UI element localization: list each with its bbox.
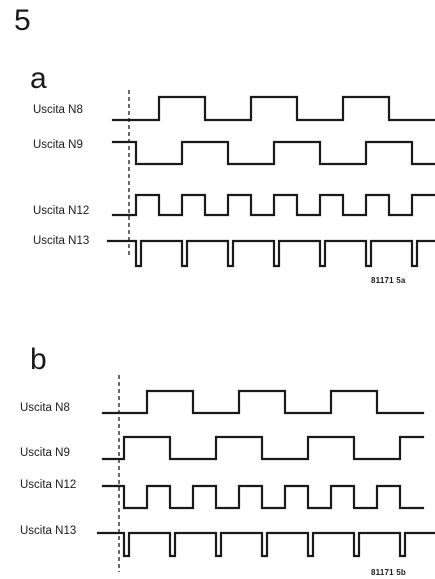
panel-b-letter: b bbox=[30, 343, 47, 376]
panel-a-wave-n9 bbox=[111, 140, 435, 166]
panel-a-figure-code: 81171 5a bbox=[371, 276, 406, 285]
panel-b-wave-n13 bbox=[96, 531, 435, 558]
panel-b-wave-n8 bbox=[101, 389, 425, 415]
panel-a-letter: a bbox=[30, 62, 47, 95]
panel-b-figure-code: 81171 5b bbox=[371, 568, 406, 577]
panel-a-wave-n12 bbox=[111, 193, 435, 217]
panel-b-wave-n9 bbox=[101, 435, 425, 461]
panel-a-wave-n8 bbox=[111, 95, 435, 122]
panel-a-label-n13: Uscita N13 bbox=[33, 235, 90, 247]
panel-b-label-n12: Uscita N12 bbox=[20, 479, 77, 491]
panel-b-label-n13: Uscita N13 bbox=[20, 525, 77, 537]
panel-a-wave-n13 bbox=[106, 239, 435, 268]
panel-b-label-n9: Uscita N9 bbox=[20, 447, 70, 459]
panel-b-wave-n12 bbox=[101, 484, 425, 510]
panel-a-label-n9: Uscita N9 bbox=[33, 139, 83, 151]
panel-a-label-n12: Uscita N12 bbox=[33, 205, 90, 217]
panel-b-label-n8: Uscita N8 bbox=[20, 402, 70, 414]
panel-a-label-n8: Uscita N8 bbox=[33, 104, 83, 116]
figure-number: 5 bbox=[14, 4, 31, 37]
